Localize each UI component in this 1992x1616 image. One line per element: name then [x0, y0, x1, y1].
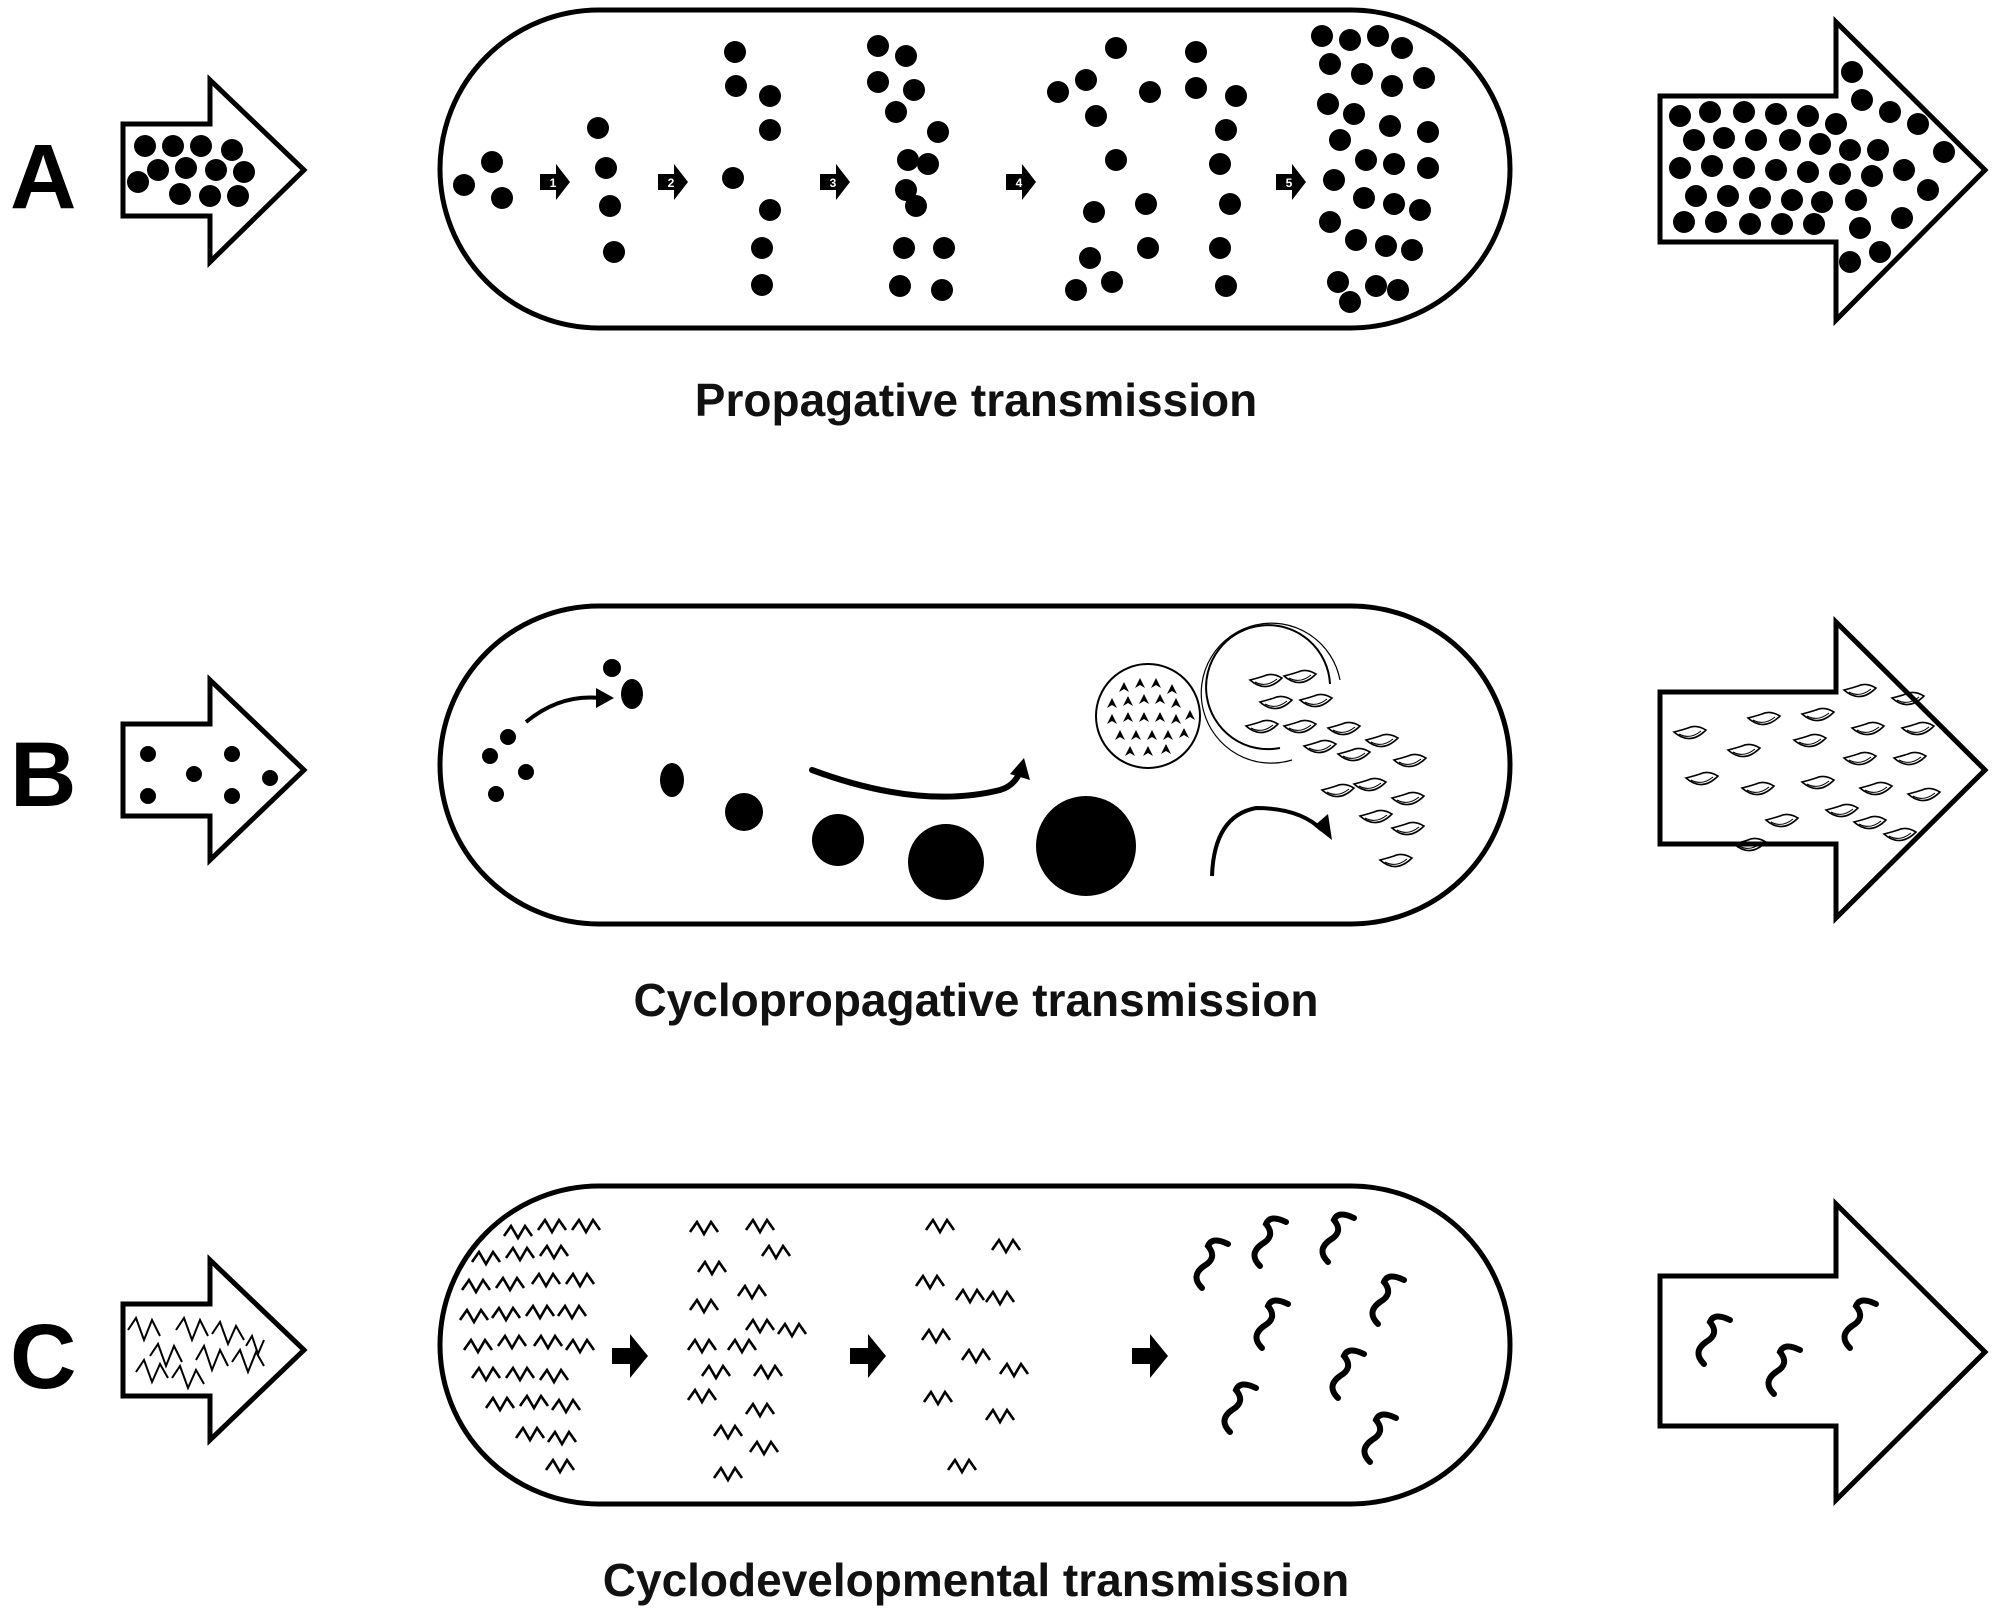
step-arrow-2: 2	[658, 164, 688, 200]
output-arrow-b-outline	[1657, 615, 1989, 925]
step-arrow-5: 5	[1276, 164, 1306, 200]
caption-a: Propagative transmission	[695, 374, 1257, 426]
vector-body-b	[437, 603, 1513, 927]
output-arrow-b	[1657, 615, 1989, 925]
gametes	[482, 729, 534, 802]
row-letter-a: A	[10, 126, 76, 228]
step-number-4: 4	[1016, 176, 1023, 190]
input-arrow-b	[120, 674, 308, 866]
stage-arrow-3	[1132, 1334, 1168, 1378]
output-arrow-c	[1657, 1197, 1989, 1507]
input-arrow-c-microfilariae	[127, 1315, 265, 1391]
stage-arrow-2	[850, 1334, 886, 1378]
input-arrow-a	[120, 74, 308, 268]
step-number-1: 1	[550, 176, 557, 190]
output-arrow-a	[1657, 15, 1989, 327]
development-stages-b	[482, 622, 1427, 900]
fusion-arrow-head	[596, 688, 614, 708]
fusion-arrow	[524, 695, 601, 724]
growth-arrow	[809, 767, 1023, 800]
step-number-3: 3	[830, 176, 837, 190]
input-arrow-c-outline	[120, 1254, 308, 1446]
ookinete	[660, 763, 684, 797]
oocyst-large	[908, 824, 984, 900]
step-arrow-3: 3	[820, 164, 850, 200]
row-letter-c: C	[10, 1306, 76, 1408]
oocyst-with-sporozoites	[1095, 663, 1201, 769]
step-arrow-1: 1	[540, 164, 570, 200]
replication-stages-a	[453, 25, 1439, 313]
input-arrow-c	[120, 1254, 308, 1446]
growth-arrow-head	[1010, 758, 1030, 780]
oocyst-small	[725, 793, 763, 831]
row-letter-b: B	[10, 724, 76, 826]
vector-body-c	[437, 1183, 1513, 1507]
input-arrow-b-outline	[120, 674, 308, 866]
row-a: A	[10, 7, 1989, 426]
row-b: B	[10, 603, 1989, 1026]
zygote	[603, 659, 643, 709]
step-arrow-4: 4	[1006, 164, 1036, 200]
caption-b: Cyclopropagative transmission	[633, 974, 1318, 1026]
step-arrows-a: 1 2 3 4 5	[540, 164, 1306, 200]
bursting-oocyst	[1200, 622, 1427, 868]
output-arrow-c-outline	[1657, 1197, 1989, 1507]
larval-stages-c	[458, 1214, 1404, 1482]
oocyst-mature	[1036, 796, 1136, 896]
step-number-2: 2	[668, 176, 675, 190]
step-number-5: 5	[1286, 176, 1293, 190]
caption-c: Cyclodevelopmental transmission	[603, 1554, 1349, 1606]
output-arrow-a-particles	[1669, 61, 1955, 273]
release-arrow	[1210, 805, 1324, 877]
oocyst-medium	[812, 814, 864, 866]
input-arrow-a-particles	[127, 135, 255, 207]
input-arrow-b-particles	[140, 746, 278, 804]
row-c: C	[10, 1183, 1989, 1606]
stage-arrow-1	[612, 1334, 648, 1378]
output-arrow-a-outline	[1657, 15, 1989, 327]
release-arrow-head	[1314, 814, 1332, 840]
